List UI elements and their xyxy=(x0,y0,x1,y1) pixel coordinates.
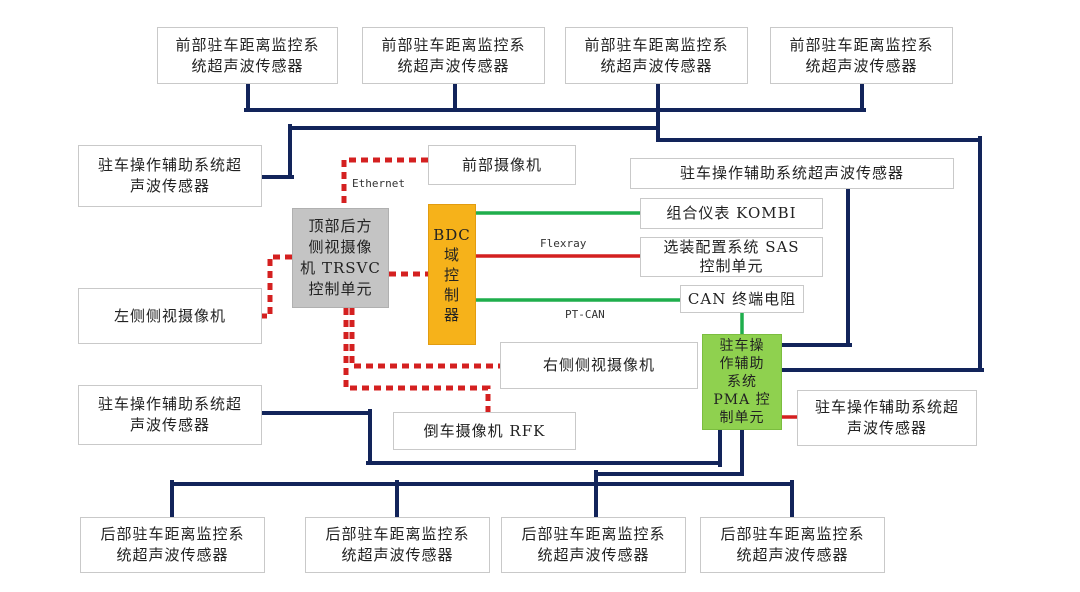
front-sensor-1: 前部驻车距离监控系 统超声波传感器 xyxy=(157,27,338,84)
rear-sensor-bus xyxy=(170,409,794,519)
rear-sensor-2: 后部驻车距离监控系 统超声波传感器 xyxy=(305,517,490,573)
rear-sensor-3: 后部驻车距离监控系 统超声波传感器 xyxy=(501,517,686,573)
ethernet-lines xyxy=(262,157,500,412)
bdc-domain-controller: BDC 域 控 制 器 xyxy=(428,204,476,345)
pma-control-unit: 驻车操 作辅助 系统 PMA 控 制单元 xyxy=(702,334,782,430)
can-terminal-resistor: CAN 终端电阻 xyxy=(680,285,804,313)
right-lower-sensor: 驻车操作辅助系统超 声波传感器 xyxy=(797,390,977,446)
front-sensor-3: 前部驻车距离监控系 统超声波传感器 xyxy=(565,27,748,84)
left-lower-sensor: 驻车操作辅助系统超 声波传感器 xyxy=(78,385,262,445)
front-camera: 前部摄像机 xyxy=(428,145,576,185)
sas-control-unit: 选装配置系统 SAS 控制单元 xyxy=(640,237,823,277)
right-side-camera: 右侧侧视摄像机 xyxy=(500,342,698,389)
flexray-lines xyxy=(474,254,799,419)
kombi-instrument-cluster: 组合仪表 KOMBI xyxy=(640,198,823,229)
left-side-camera: 左侧侧视摄像机 xyxy=(78,288,262,344)
flexray-label: Flexray xyxy=(540,237,587,250)
rear-sensor-4: 后部驻车距离监控系 统超声波传感器 xyxy=(700,517,885,573)
right-sensor-bus xyxy=(780,187,852,347)
ptcan-label: PT-CAN xyxy=(565,308,605,321)
front-sensor-4: 前部驻车距离监控系 统超声波传感器 xyxy=(770,27,953,84)
front-sensor-bus xyxy=(244,82,984,372)
trsvc-control-unit: 顶部后方 侧视摄像 机 TRSVC 控制单元 xyxy=(292,208,389,308)
rear-camera-rfk: 倒车摄像机 RFK xyxy=(393,412,576,450)
ethernet-label: Ethernet xyxy=(352,177,405,190)
ptcan-lines xyxy=(474,211,744,336)
right-top-sensor: 驻车操作辅助系统超声波传感器 xyxy=(630,158,954,189)
rear-sensor-1: 后部驻车距离监控系 统超声波传感器 xyxy=(80,517,265,573)
front-sensor-2: 前部驻车距离监控系 统超声波传感器 xyxy=(362,27,545,84)
left-upper-sensor: 驻车操作辅助系统超 声波传感器 xyxy=(78,145,262,207)
